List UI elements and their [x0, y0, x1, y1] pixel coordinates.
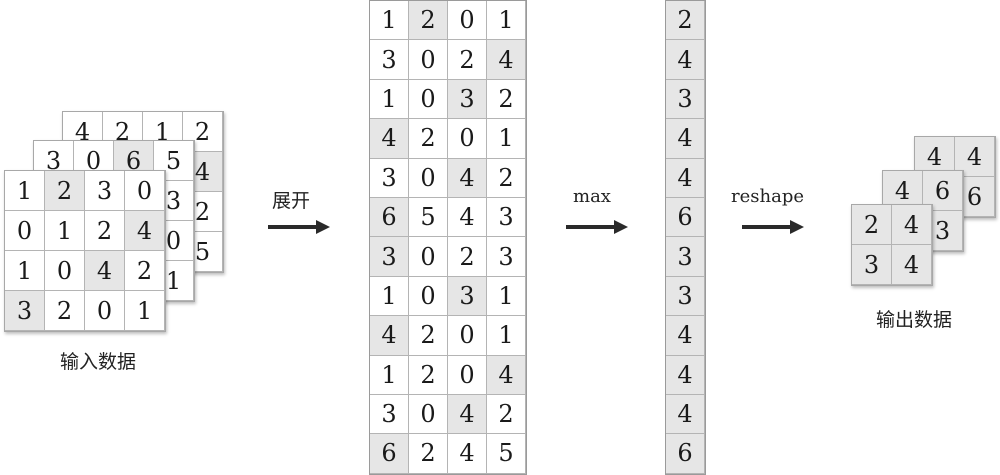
- output-cell: 2: [852, 205, 892, 245]
- output-cell: 4: [955, 137, 995, 177]
- input-cell: 2: [125, 251, 165, 291]
- expanded-cell: 0: [409, 394, 448, 435]
- max-cell: 4: [666, 40, 705, 80]
- max-cell: 4: [666, 394, 705, 435]
- reshape-arrow-icon: [742, 220, 804, 234]
- max-cell: 3: [666, 79, 705, 120]
- expanded-cell: 5: [409, 197, 448, 238]
- expanded-cell: 2: [448, 40, 487, 80]
- expanded-cell: 0: [448, 1, 487, 41]
- input-data-label: 输入数据: [60, 351, 137, 373]
- expanded-cell: 3: [448, 276, 487, 317]
- input-cell: 2: [45, 291, 85, 331]
- output-data-label: 输出数据: [876, 309, 953, 331]
- expanded-cell: 4: [487, 40, 526, 80]
- max-cell: 4: [666, 316, 705, 356]
- expanded-cell: 3: [370, 158, 409, 198]
- expanded-cell: 2: [409, 316, 448, 356]
- input-cell: 2: [85, 211, 125, 251]
- input-cell: 4: [85, 251, 125, 291]
- expanded-cell: 1: [487, 119, 526, 159]
- expanded-cell: 3: [487, 197, 526, 238]
- max-arrow-icon: [566, 220, 628, 234]
- expanded-cell: 2: [409, 119, 448, 159]
- input-cell: 0: [5, 211, 45, 251]
- expanded-cell: 1: [370, 276, 409, 317]
- expanded-cell: 0: [448, 316, 487, 356]
- expanded-cell: 6: [370, 197, 409, 238]
- expanded-cell: 4: [448, 158, 487, 198]
- expanded-cell: 2: [487, 79, 526, 120]
- expanded-cell: 1: [487, 1, 526, 41]
- expanded-cell: 2: [487, 158, 526, 198]
- expanded-cell: 3: [487, 237, 526, 277]
- expanded-cell: 0: [409, 276, 448, 317]
- expanded-cell: 3: [448, 79, 487, 120]
- expanded-cell: 2: [409, 355, 448, 395]
- max-cell: 4: [666, 355, 705, 395]
- expanded-cell: 1: [370, 355, 409, 395]
- input-cell: 1: [5, 251, 45, 291]
- expanded-cell: 0: [448, 119, 487, 159]
- output-cell: 3: [852, 245, 892, 285]
- output-cell: 4: [892, 245, 932, 285]
- input-cell: 3: [5, 291, 45, 331]
- expanded-cell: 2: [487, 394, 526, 435]
- expanded-cell: 1: [487, 276, 526, 317]
- input-cell: 1: [45, 211, 85, 251]
- max-cell: 6: [666, 197, 705, 238]
- expanded-cell: 4: [487, 355, 526, 395]
- input-cell: 1: [125, 291, 165, 331]
- expanded-cell: 4: [448, 197, 487, 238]
- expanded-cell: 4: [448, 394, 487, 435]
- max-cell: 4: [666, 119, 705, 159]
- expanded-cell: 3: [370, 394, 409, 435]
- input-cell: 0: [125, 171, 165, 211]
- input-cell: 4: [125, 211, 165, 251]
- expanded-cell: 2: [409, 434, 448, 474]
- expanded-cell: 0: [409, 40, 448, 80]
- expand-arrow-icon: [268, 220, 330, 234]
- expanded-cell: 1: [487, 316, 526, 356]
- output-cell: 4: [892, 205, 932, 245]
- max-cell: 6: [666, 434, 705, 474]
- input-cell: 3: [85, 171, 125, 211]
- input-cell: 2: [45, 171, 85, 211]
- expanded-cell: 0: [448, 355, 487, 395]
- expanded-cell: 4: [370, 119, 409, 159]
- expanded-cell: 1: [370, 79, 409, 120]
- input-cell: 0: [85, 291, 125, 331]
- expanded-cell: 0: [409, 237, 448, 277]
- max-cell: 4: [666, 158, 705, 198]
- max-cell: 2: [666, 1, 705, 41]
- expanded-cell: 3: [370, 237, 409, 277]
- reshape-label: reshape: [731, 186, 804, 207]
- expanded-cell: 5: [487, 434, 526, 474]
- expanded-cell: 2: [409, 1, 448, 41]
- max-cell: 3: [666, 237, 705, 277]
- expand-label: 展开: [272, 190, 311, 212]
- expanded-cell: 1: [370, 1, 409, 41]
- max-cell: 3: [666, 276, 705, 317]
- expanded-cell: 4: [448, 434, 487, 474]
- expanded-cell: 0: [409, 158, 448, 198]
- expanded-cell: 6: [370, 434, 409, 474]
- input-cell: 0: [45, 251, 85, 291]
- expanded-cell: 3: [370, 40, 409, 80]
- max-label: max: [573, 186, 611, 207]
- input-cell: 1: [5, 171, 45, 211]
- expanded-cell: 0: [409, 79, 448, 120]
- expanded-cell: 2: [448, 237, 487, 277]
- expanded-cell: 4: [370, 316, 409, 356]
